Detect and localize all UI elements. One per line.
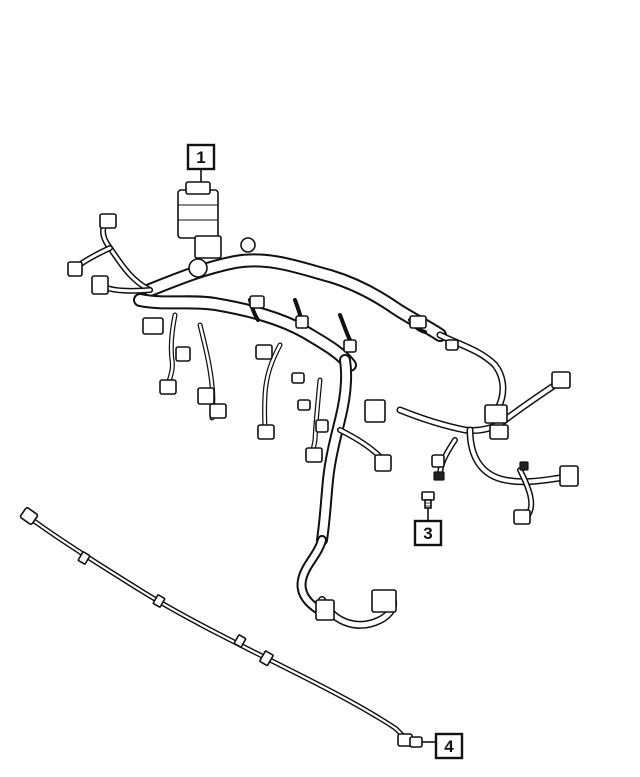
jumper-wire-harness-icon[interactable] <box>19 507 423 748</box>
central-connector-block <box>177 181 256 278</box>
callout-1[interactable]: 1 <box>186 143 216 182</box>
harness-left-branch <box>73 219 153 294</box>
callout-4[interactable]: 4 <box>422 732 464 760</box>
callout-3-label: 3 <box>423 524 432 543</box>
harness-connectors <box>67 213 579 621</box>
callout-1-label: 1 <box>196 148 205 167</box>
callout-3[interactable]: 3 <box>413 508 443 547</box>
bolt-icon[interactable] <box>421 491 435 509</box>
harness-trunk <box>133 253 447 629</box>
callout-4-label: 4 <box>444 737 454 756</box>
engine-wiring-harness-icon[interactable] <box>67 181 579 629</box>
harness-right-branch <box>337 331 564 518</box>
